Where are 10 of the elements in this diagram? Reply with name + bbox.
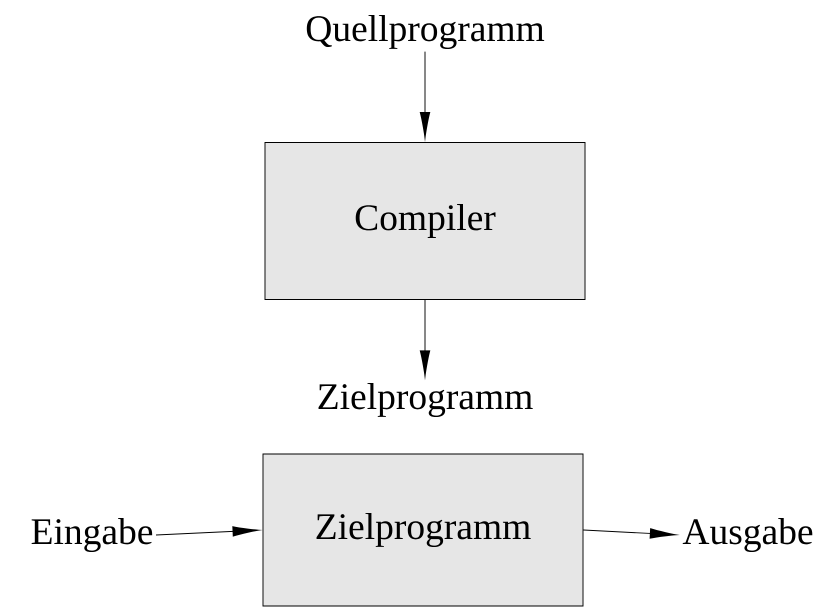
- text-label: Eingabe: [32, 518, 152, 552]
- text-label: Zielprogramm: [318, 382, 533, 418]
- process-box: Compiler: [264, 142, 586, 300]
- arrow: [583, 528, 676, 539]
- arrow: [420, 51, 430, 139]
- text-label: Ausgabe: [682, 518, 812, 552]
- arrow: [156, 526, 260, 537]
- text-label: Quellprogramm: [306, 14, 544, 50]
- process-box: Zielprogramm: [262, 454, 584, 606]
- arrow: [420, 300, 430, 377]
